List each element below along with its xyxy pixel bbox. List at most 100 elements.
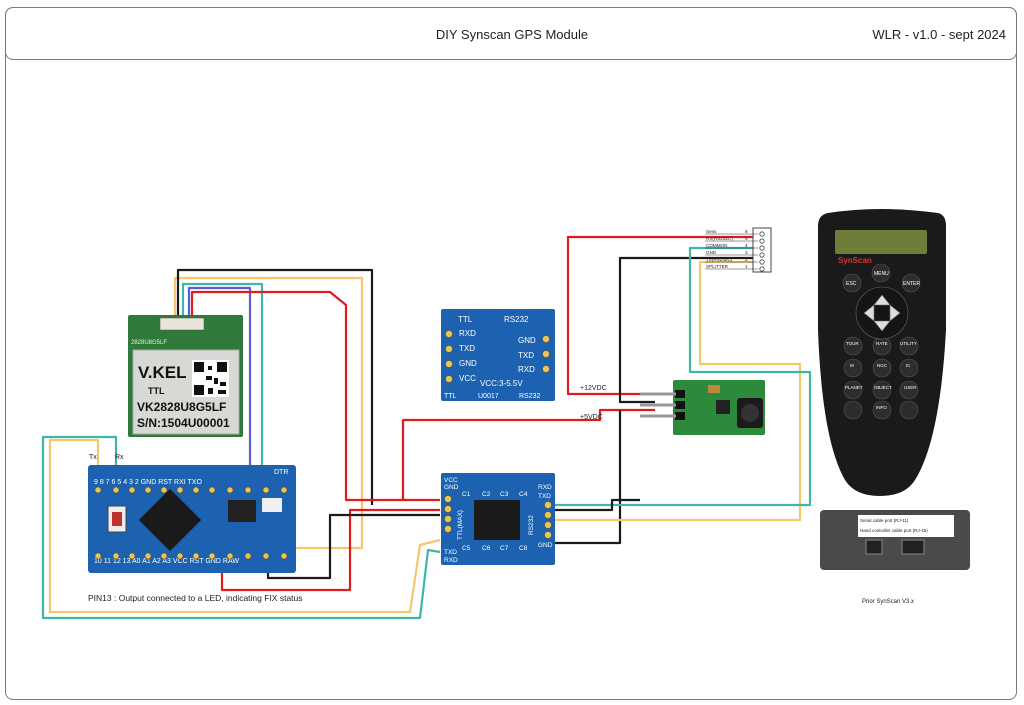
svg-text:TXD: TXD [459,344,475,353]
rj-pin-number: 1 [745,264,748,269]
gps-ttl: TTL [148,386,165,396]
rj11-port [865,539,883,555]
svg-text:TXD: TXD [444,549,457,556]
direction-pad [855,286,909,340]
svg-text:RXD: RXD [444,557,458,564]
rj-pin-label: GND [706,250,717,255]
svg-text:UTILITY: UTILITY [900,341,917,346]
svg-text:GND: GND [518,336,536,345]
rj-pin-number: 2 [745,257,748,262]
svg-text:PLANET: PLANET [845,385,863,390]
arduino-dtr: DTR [274,469,288,476]
rj-pin-label: TX(RS232C) [706,257,733,262]
svg-text:RS232: RS232 [519,393,541,400]
rj-pin-number: 3 [745,250,748,255]
arduino-note: PIN13 : Output connected to a LED, indic… [88,593,303,603]
rj-pin-label: SPLITTER [706,264,729,269]
rj-pin-label: RX(RS232C) [706,236,733,241]
title-bar: DIY Synscan GPS Module WLR - v1.0 - sept… [5,7,1017,60]
gps-serial: S/N:1504U00001 [137,416,230,430]
arduino-bottom-pins: 10 11 12 13 A0 A1 A2 A3 VCC RST GND RAW [94,558,239,565]
wire-gps-teal [181,282,264,470]
svg-text:VCC: VCC [444,477,458,484]
wire-max-gnd [555,410,622,545]
rj45-port [901,539,925,555]
max3232-chip [474,500,520,540]
arduino-tx-label: Tx [89,454,97,461]
svg-text:VCC:3-5.5V: VCC:3-5.5V [480,379,523,388]
svg-text:TTL: TTL [444,393,457,400]
ttl-rs232-converter: TTL RS232 RXD TXD GND VCC GND TXD RXD VC… [441,309,555,401]
svg-text:RXD: RXD [518,365,535,374]
svg-text:GND: GND [444,484,459,491]
synscan-ports: Serial cable port (RJ-11) Hand controlle… [820,510,970,605]
synscan-brand: SynScan [838,256,872,265]
svg-text:IC: IC [906,363,911,368]
svg-text:ESC: ESC [846,281,857,287]
version-label: WLR - v1.0 - sept 2024 [872,27,1006,42]
atmega-chip [138,488,202,552]
synscan-hand-controller: SynScan ESC MENU ENTER TOUR RATE UTILITY… [818,209,946,496]
svg-text:MENU: MENU [874,271,889,277]
wire-tx-yellow [48,438,441,614]
wire-gps-red [190,290,440,502]
arduino-top-pins: 9 8 7 6 5 4 3 2 GND RST RXI TXO [94,479,202,486]
svg-text:GND: GND [459,359,477,368]
gps-brand: V.KEL [138,363,187,382]
svg-text:ENTER: ENTER [903,281,920,287]
wire-5v-red [401,408,655,500]
gps-model: VK2828U8G5LF [137,400,226,414]
svg-text:TXD: TXD [518,351,534,360]
wire-rs-teal [555,246,812,507]
svg-text:C1: C1 [462,491,471,498]
wire-gps-blue [187,286,252,470]
power-12v-label: +12VDC [580,385,607,392]
arduino-rx-label: Rx [115,454,124,461]
svg-text:C2: C2 [482,491,491,498]
wire-12v-to-reg [566,380,655,396]
page-title: DIY Synscan GPS Module [435,27,589,42]
svg-text:C7: C7 [500,545,509,552]
power-5v-label: +5VDC [580,414,603,421]
rj-pin-number: 6 [745,229,748,234]
svg-text:C3: C3 [500,491,509,498]
hc-keys: ESC MENU ENTER TOUR RATE UTILITY M NGC I… [842,263,920,420]
arduino-pro-mini: Tx Rx DTR 9 8 7 6 5 4 3 2 GND RST RXI TX… [88,454,296,573]
svg-text:TTL: TTL [458,315,473,324]
max3232-module: VCC GND RXD TXD GND TXD RXD C1 C2 C3 C4 … [441,473,555,565]
qr-code-icon [192,360,229,397]
wire-rx-teal [41,435,441,620]
svg-text:TXD: TXD [538,493,551,500]
dc-dc-regulator [640,380,765,435]
svg-text:USER: USER [904,385,917,390]
svg-text:M: M [850,363,854,368]
port-right-title: Hand controller cable port (RJ-45) [860,528,928,533]
svg-text:TOUR: TOUR [846,341,859,346]
rj-pin-number: 4 [745,243,748,248]
svg-text:GND: GND [538,542,553,549]
svg-text:C5: C5 [462,545,471,552]
ports-caption: Prior SynScan V3.x [862,599,914,605]
svg-text:C4: C4 [519,491,528,498]
wire-gnd-main [618,256,762,395]
svg-text:RXD: RXD [538,484,552,491]
wire-12v-red [566,235,762,380]
wire-gnd-reg [618,395,655,404]
svg-text:RS232: RS232 [504,315,529,324]
rj-pin-label: COMMON [706,243,727,248]
svg-text:TTL(MAX): TTL(MAX) [457,510,464,540]
port-left-title: Serial cable port (RJ-11) [860,518,909,523]
gps-module: 2828U8G5LF V.KEL TTL VK2828U8G5LF S/N:15… [128,315,243,437]
svg-text:RATE: RATE [876,341,888,346]
svg-text:OBJECT: OBJECT [874,385,892,390]
rj-pin-number: 5 [745,236,748,241]
svg-text:U0017: U0017 [478,393,499,400]
svg-text:C8: C8 [519,545,528,552]
svg-text:RXD: RXD [459,329,476,338]
svg-text:VCC: VCC [459,374,476,383]
gps-top-label: 2828U8G5LF [131,340,167,346]
svg-text:RS232: RS232 [528,515,535,535]
wire-vcc-red [220,508,440,592]
